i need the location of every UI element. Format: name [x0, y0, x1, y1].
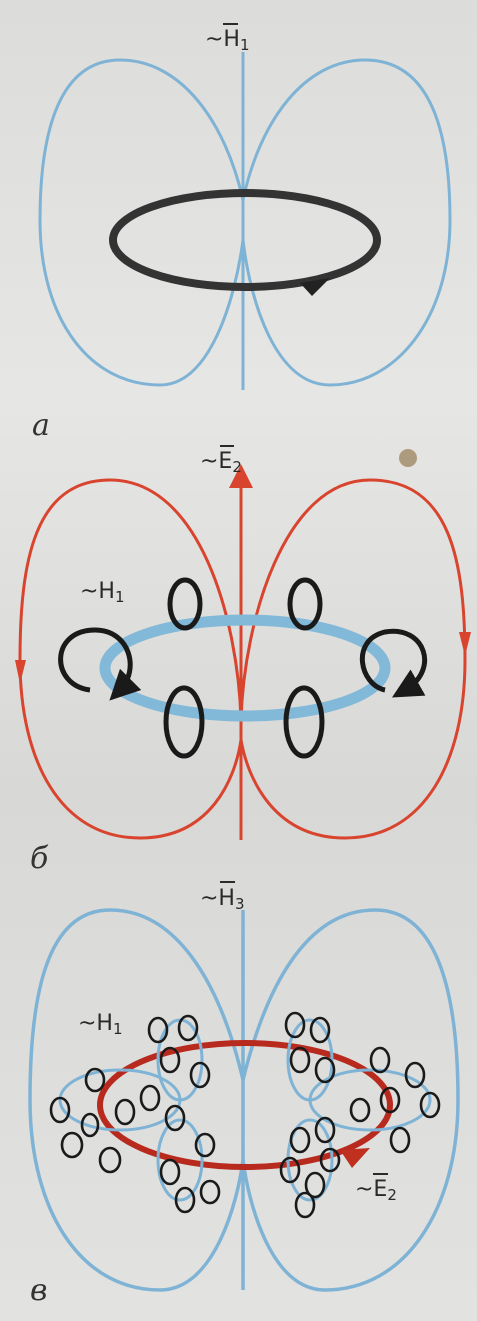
- panel-a: ~H1 а: [32, 24, 450, 443]
- right-loop: [243, 60, 450, 385]
- panel-c-blue-field-lines: [30, 910, 458, 1290]
- panel-c: ~H3 ~H1 ~E2 в: [30, 882, 458, 1308]
- panel-b: ~E2 ~H1 б: [15, 446, 471, 876]
- circ-6: [286, 688, 322, 756]
- h-circulations: [61, 580, 425, 756]
- label-h1-side: ~H1: [80, 579, 125, 606]
- label-h1-side-c: ~H1: [78, 1011, 123, 1038]
- panel-letter-c: в: [30, 1273, 47, 1308]
- label-h3: ~H3: [200, 886, 245, 913]
- panel-letter-b: б: [30, 841, 49, 876]
- e2-arrow: [340, 1148, 370, 1168]
- label-h1: ~H1: [205, 27, 250, 54]
- circ-4: [362, 631, 424, 690]
- label-e2: ~E2: [200, 449, 242, 476]
- right-h3-loop: [243, 910, 458, 1290]
- left-e-arrow: [15, 660, 26, 684]
- panel-letter-a: а: [32, 408, 50, 443]
- panel-b-red-field-lines: [20, 476, 465, 840]
- label-e2-side: ~E2: [355, 1177, 397, 1204]
- circ-5: [166, 688, 202, 756]
- left-loop: [40, 60, 243, 385]
- circ-3: [61, 630, 131, 690]
- right-e-loop: [241, 480, 465, 838]
- panel-a-blue-field-lines: [40, 52, 450, 390]
- right-e-arrow: [459, 632, 471, 656]
- current-ring: [113, 193, 377, 287]
- paper-stain: [399, 449, 417, 467]
- left-h3-loop: [30, 910, 243, 1290]
